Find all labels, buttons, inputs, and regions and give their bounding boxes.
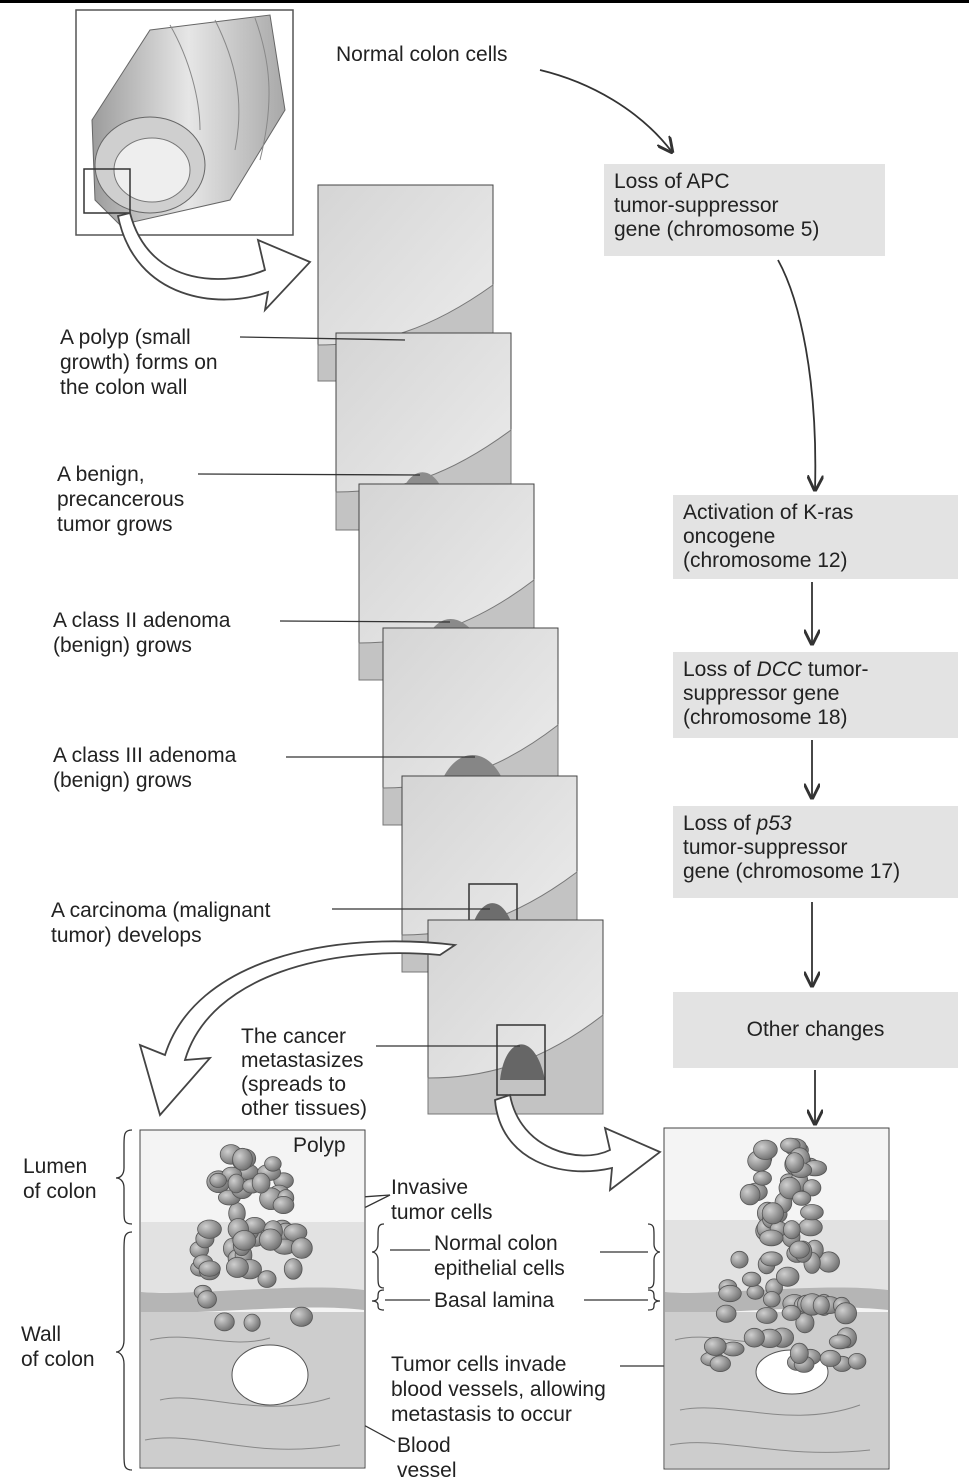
- tumor-cell: [291, 1307, 313, 1326]
- tumor-cell: [233, 1148, 253, 1170]
- tumor-cell: [244, 1314, 260, 1331]
- lumen-label: Lumen of colon: [23, 1154, 97, 1204]
- stage-label-polyp: A polyp (small growth) forms on the colo…: [60, 325, 218, 400]
- brace-lumen: [116, 1130, 132, 1224]
- tumor-cell: [754, 1140, 778, 1159]
- stage-label-benign: A benign, precancerous tumor grows: [57, 462, 184, 537]
- tumor-cell: [273, 1196, 294, 1213]
- step-other-box: Other changes: [673, 992, 958, 1068]
- step-dcc-box: Loss of DCC tumor- suppressor gene (chro…: [673, 652, 958, 738]
- arrow-apc-to-kras: [778, 260, 815, 490]
- tumor-cell: [760, 1230, 783, 1246]
- tumor-cell: [790, 1241, 810, 1258]
- stage-label-class2: A class II adenoma (benign) grows: [53, 608, 230, 658]
- brace-wall: [116, 1232, 132, 1470]
- step-kras-text: Activation of K-ras oncogene (chromosome…: [683, 501, 853, 572]
- tumor-cell: [820, 1350, 841, 1366]
- step-p53-text-pre: Loss of: [683, 812, 757, 835]
- stage-label-class3: A class III adenoma (benign) grows: [53, 743, 236, 793]
- tumor-cell: [783, 1221, 800, 1239]
- wall-label: Wall of colon: [21, 1322, 95, 1372]
- tumor-cell: [761, 1252, 783, 1266]
- tumor-cell: [786, 1153, 804, 1173]
- step-apc-box: Loss of APC tumor-suppressor gene (chrom…: [604, 164, 885, 256]
- blood-vessel-label: Blood vessel: [397, 1433, 457, 1483]
- epithelial-cells-label: Normal colon epithelial cells: [434, 1231, 565, 1281]
- tumor-cell: [756, 1308, 777, 1324]
- step-dcc-text-pre: Loss of: [683, 658, 757, 681]
- tumor-cell: [719, 1285, 742, 1301]
- tumor-cell: [210, 1173, 227, 1187]
- normal-cells-label: Normal colon cells: [336, 42, 508, 67]
- brace-epithelial-right: [648, 1224, 660, 1288]
- tumor-cell: [762, 1203, 783, 1224]
- tumor-cell: [215, 1313, 235, 1331]
- tumor-cell: [228, 1174, 244, 1193]
- tumor-cell: [233, 1231, 256, 1251]
- invade-vessels-label: Tumor cells invade blood vessels, allowi…: [391, 1352, 606, 1427]
- basal-lamina-label: Basal lamina: [434, 1288, 554, 1313]
- tumor-cell: [198, 1291, 217, 1308]
- tumor-cell: [747, 1285, 764, 1299]
- tumor-cell: [265, 1157, 282, 1172]
- tumor-cell: [790, 1343, 808, 1363]
- tumor-cell: [754, 1171, 772, 1185]
- arrow-normal-to-apc: [540, 70, 672, 152]
- tumor-cell: [782, 1305, 800, 1320]
- tumor-cell: [776, 1267, 799, 1286]
- polyp-label: Polyp: [293, 1133, 346, 1158]
- tumor-cell: [199, 1261, 220, 1276]
- colon-tube-illustration: [76, 10, 293, 235]
- tumor-cell: [198, 1220, 222, 1238]
- detail-panel-right: [664, 1128, 889, 1469]
- brace-epithelial-left: [372, 1224, 384, 1288]
- tumor-cell: [793, 1191, 811, 1205]
- tumor-cell: [813, 1296, 829, 1315]
- tumor-cell: [740, 1184, 760, 1205]
- stage-label-carcinoma: A carcinoma (malignant tumor) develops: [51, 898, 270, 948]
- step-kras-box: Activation of K-ras oncogene (chromosome…: [673, 495, 958, 579]
- tumor-cell: [801, 1205, 824, 1220]
- step-dcc-gene: DCC: [757, 658, 803, 681]
- tumor-cell: [848, 1353, 866, 1369]
- tumor-cell: [252, 1173, 270, 1193]
- step-p53-box: Loss of p53 tumor-suppressor gene (chrom…: [673, 806, 958, 898]
- brace-basal-left: [372, 1290, 384, 1310]
- stage-panel-6: [428, 920, 603, 1114]
- step-p53-text-post: tumor-suppressor gene (chromosome 17): [683, 836, 900, 883]
- brace-basal-right: [648, 1290, 660, 1310]
- tumor-cell: [704, 1337, 726, 1355]
- tumor-cell: [731, 1251, 748, 1268]
- step-other-text: Other changes: [747, 1018, 885, 1042]
- tumor-cell: [799, 1219, 822, 1236]
- tumor-cell: [716, 1305, 736, 1322]
- step-apc-text: Loss of APC tumor-suppressor gene (chrom…: [614, 170, 819, 241]
- stage-panels: [318, 185, 603, 1114]
- detail-panel-left: [140, 1130, 365, 1468]
- step-p53-gene: p53: [757, 812, 792, 835]
- tumor-cell: [291, 1238, 312, 1259]
- stage-label-metastasis: The cancer metastasizes (spreads to othe…: [241, 1025, 367, 1121]
- invasive-cells-label: Invasive tumor cells: [391, 1175, 493, 1225]
- tumor-cell: [710, 1356, 730, 1372]
- tumor-cell: [829, 1335, 851, 1349]
- tumor-cell: [742, 1272, 760, 1286]
- tumor-cell: [226, 1257, 248, 1277]
- tumor-cell: [744, 1328, 764, 1347]
- tumor-cell: [763, 1292, 780, 1308]
- tumor-cell: [284, 1259, 302, 1280]
- tumor-cell: [835, 1303, 857, 1324]
- tumor-cell: [259, 1229, 281, 1250]
